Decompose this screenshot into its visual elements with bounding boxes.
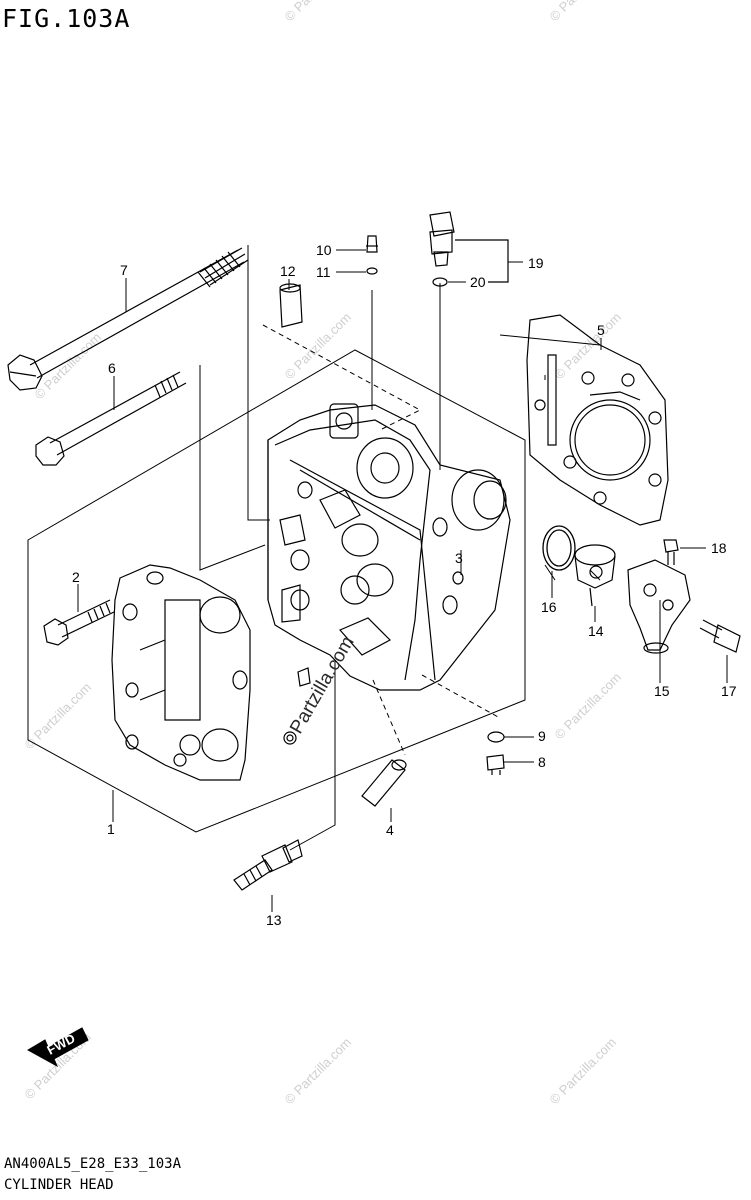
callout-3: 3 [455,550,463,566]
drain-plug [366,235,378,275]
watermark-text: © Partzilla.com [552,670,625,743]
callout-6: 6 [108,360,116,376]
spark-plug [233,839,303,891]
callout-1: 1 [107,821,115,837]
callout-2: 2 [72,569,80,585]
dowel-sleeve [279,283,303,328]
callout-11: 11 [316,264,331,280]
small-bolt-washer [486,731,505,775]
callout-16: 16 [541,599,557,615]
callout-4: 4 [386,822,394,838]
figure-title: FIG.103A [2,4,131,33]
callout-13: 13 [266,912,282,928]
figure-code: AN400AL5_E28_E33_103A [4,1156,182,1172]
cylinder-head [267,403,511,691]
watermark-overlay: Partzilla.com [286,633,359,738]
assembly-outline [27,349,526,833]
o-ring [542,525,576,571]
callout-5: 5 [597,322,605,338]
guide-sleeve [361,759,407,807]
hex-bolt-right [699,619,741,653]
small-screw [663,539,679,565]
medium-bolt [35,371,187,466]
watermark-text: © Partzilla.com [32,330,105,403]
thermostat-cover [627,559,691,654]
callout-9: 9 [538,728,546,744]
temperature-sensor [429,211,509,287]
callout-15: 15 [654,683,670,699]
callout-12: 12 [280,263,296,279]
small-dowel [283,667,311,745]
long-bolt [7,247,249,391]
short-bolt [43,599,115,646]
watermarks: © Partzilla.com © Partzilla.com © Partzi… [22,0,625,1107]
leader-lines [199,245,661,851]
thermostat [574,544,616,607]
callout-14: 14 [588,623,604,639]
head-side-plate [111,564,251,781]
watermark-text: © Partzilla.com [282,0,355,24]
watermark-text: © Partzilla.com [22,680,95,753]
callout-17: 17 [721,683,737,699]
callout-labels: 1 2 3 4 5 6 7 8 9 10 11 12 13 14 15 16 1… [72,242,737,928]
watermark-text: © Partzilla.com [552,310,625,383]
watermark-text: © Partzilla.com [547,1035,620,1108]
callout-7: 7 [120,262,128,278]
callout-18: 18 [711,540,727,556]
callout-10: 10 [316,242,332,258]
callout-8: 8 [538,754,546,770]
head-gasket [526,314,669,526]
figure-name: CYLINDER HEAD [4,1177,114,1193]
callout-20: 20 [470,274,486,290]
watermark-text: © Partzilla.com [282,1035,355,1108]
callout-19: 19 [528,255,544,271]
watermark-text: © Partzilla.com [547,0,620,24]
